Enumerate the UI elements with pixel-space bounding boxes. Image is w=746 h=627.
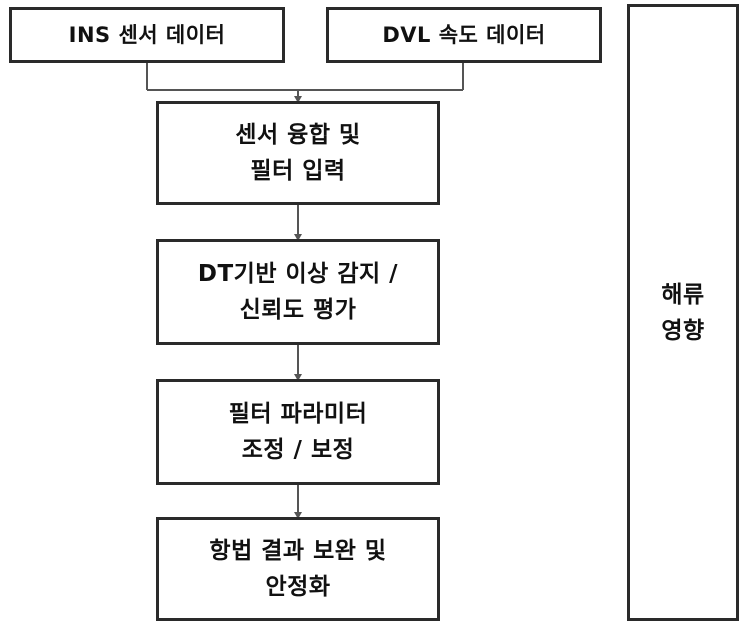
current-effect-box: 해류 영향 xyxy=(627,4,739,621)
sensor-fusion-line2: 필터 입력 xyxy=(250,158,346,184)
filter-parameter-step: 필터 파라미터 조정 / 보정 xyxy=(156,379,440,485)
current-effect-line2: 영향 xyxy=(661,317,705,344)
ins-sensor-data-box: INS 센서 데이터 xyxy=(9,7,285,63)
ins-sensor-data-label: INS 센서 데이터 xyxy=(68,23,226,47)
anomaly-detection-line1: DT기반 이상 감지 / xyxy=(197,261,399,287)
arrowhead-to-step3 xyxy=(294,374,302,381)
sensor-fusion-line1: 센서 융합 및 xyxy=(235,122,361,148)
anomaly-detection-step: DT기반 이상 감지 / 신뢰도 평가 xyxy=(156,239,440,345)
navigation-result-line1: 항법 결과 보완 및 xyxy=(209,538,387,564)
current-effect-line1: 해류 xyxy=(661,281,705,308)
dvl-velocity-data-label: DVL 속도 데이터 xyxy=(382,23,546,47)
arrowhead-to-step2 xyxy=(294,234,302,241)
dvl-velocity-data-box: DVL 속도 데이터 xyxy=(326,7,602,63)
anomaly-detection-line2: 신뢰도 평가 xyxy=(239,297,357,323)
filter-parameter-line1: 필터 파라미터 xyxy=(228,401,368,427)
navigation-result-step: 항법 결과 보완 및 안정화 xyxy=(156,517,440,621)
filter-parameter-line2: 조정 / 보정 xyxy=(241,437,355,463)
arrowhead-to-step1 xyxy=(294,96,302,103)
navigation-result-line2: 안정화 xyxy=(265,574,331,600)
sensor-fusion-step: 센서 융합 및 필터 입력 xyxy=(156,101,440,205)
arrowhead-to-step4 xyxy=(294,512,302,519)
